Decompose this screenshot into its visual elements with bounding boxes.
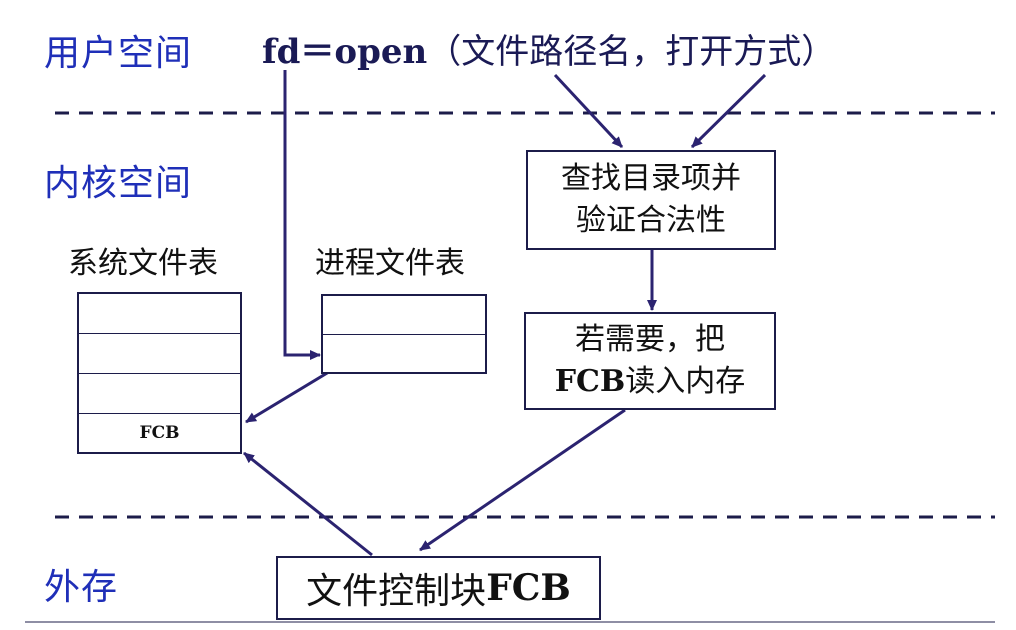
kernel-space-label: 内核空间 — [44, 163, 193, 204]
system-table-fcb-label: FCB — [139, 423, 180, 443]
open-call: fd＝open（文件路径名，打开方式） — [262, 24, 835, 73]
storage-fcb-bold: FCB — [486, 567, 571, 609]
system-table-row — [79, 374, 240, 414]
lookup-step-box: 查找目录项并 验证合法性 — [526, 150, 776, 250]
load-step-box: 若需要，把 FCB读入内存 — [524, 312, 776, 410]
arrow-load-to-storage — [419, 408, 626, 552]
open-call-args: （文件路径名，打开方式） — [427, 32, 836, 72]
lookup-step-line2: 验证合法性 — [576, 203, 726, 238]
storage-fcb-text: 文件控制块 — [306, 571, 487, 612]
system-table-label: 系统文件表 — [68, 246, 218, 281]
process-file-table — [321, 294, 487, 374]
load-step-rest: 读入内存 — [625, 364, 746, 399]
load-step-line2: FCB读入内存 — [555, 361, 746, 403]
process-table-label: 进程文件表 — [315, 246, 465, 281]
process-table-row — [323, 296, 485, 335]
system-table-row — [79, 334, 240, 374]
system-table-row — [79, 294, 240, 334]
process-table-row — [323, 335, 485, 372]
load-step-fcb: FCB — [554, 364, 626, 399]
user-space-label: 用户空间 — [44, 33, 193, 74]
storage-label: 外存 — [44, 567, 119, 608]
system-file-table: FCB — [77, 292, 242, 454]
system-table-fcb-row: FCB — [79, 414, 240, 452]
arrow-path-to-lookup — [553, 73, 624, 149]
arrow-storage-to-system-table — [243, 451, 373, 557]
load-step-line1: 若需要，把 — [575, 322, 725, 357]
arrow-fd-to-process-table — [283, 70, 321, 360]
lookup-step-line1: 查找目录项并 — [561, 161, 741, 196]
arrow-mode-to-lookup — [690, 73, 767, 149]
open-call-code: fd＝open — [262, 32, 428, 72]
